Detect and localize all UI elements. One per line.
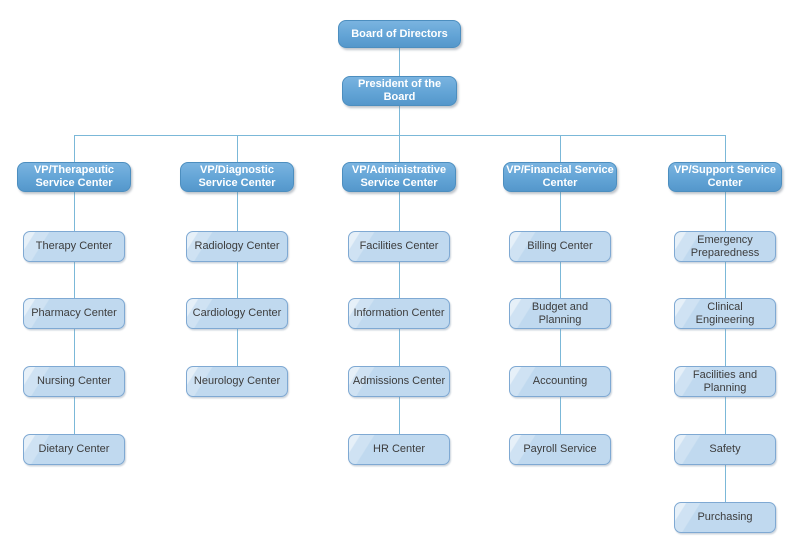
org-node-emergency-preparedness: Emergency Preparedness <box>674 231 776 262</box>
org-node-nursing-center: Nursing Center <box>23 366 125 397</box>
node-label: Billing Center <box>527 240 593 252</box>
node-label: Dietary Center <box>38 443 110 455</box>
org-node-billing-center: Billing Center <box>509 231 611 262</box>
org-node-admissions-center: Admissions Center <box>348 366 450 397</box>
node-label: Pharmacy Center <box>31 307 117 319</box>
node-label: Information Center <box>353 307 445 319</box>
connector-line <box>560 135 561 450</box>
org-node-facilities-and-planning: Facilities and Planning <box>674 366 776 397</box>
node-label: Accounting <box>532 375 588 387</box>
connector-line <box>399 106 400 135</box>
node-label: Clinical Engineering <box>695 300 755 326</box>
connector-line <box>399 47 400 76</box>
connector-line <box>74 135 726 136</box>
org-node-vp-support: VP/Support Service Center <box>668 162 782 192</box>
org-node-president: President of the Board <box>342 76 457 106</box>
node-label: Cardiology Center <box>192 307 282 319</box>
node-label: Budget and Planning <box>531 300 589 326</box>
connector-line <box>74 135 75 450</box>
org-node-cardiology-center: Cardiology Center <box>186 298 288 329</box>
node-label: Board of Directors <box>351 27 448 40</box>
node-label: VP/Financial Service Center <box>506 164 614 189</box>
org-node-budget-and-planning: Budget and Planning <box>509 298 611 329</box>
node-label: VP/Administrative Service Center <box>351 164 447 189</box>
org-node-radiology-center: Radiology Center <box>186 231 288 262</box>
node-label: Purchasing <box>697 511 753 523</box>
org-node-vp-administrative: VP/Administrative Service Center <box>342 162 456 192</box>
node-label: VP/Diagnostic Service Center <box>198 164 276 189</box>
org-node-safety: Safety <box>674 434 776 465</box>
node-label: President of the Board <box>357 78 442 103</box>
node-label: Safety <box>709 443 741 455</box>
org-node-therapy-center: Therapy Center <box>23 231 125 262</box>
org-node-payroll-service: Payroll Service <box>509 434 611 465</box>
connector-line <box>399 135 400 450</box>
org-node-information-center: Information Center <box>348 298 450 329</box>
org-node-accounting: Accounting <box>509 366 611 397</box>
node-label: Payroll Service <box>523 443 597 455</box>
org-node-clinical-engineering: Clinical Engineering <box>674 298 776 329</box>
node-label: VP/Therapeutic Service Center <box>33 164 115 189</box>
node-label: Therapy Center <box>35 240 113 252</box>
node-label: VP/Support Service Center <box>673 164 777 189</box>
node-label: Neurology Center <box>193 375 281 387</box>
org-node-board-of-directors: Board of Directors <box>338 20 461 48</box>
org-node-neurology-center: Neurology Center <box>186 366 288 397</box>
org-node-vp-therapeutic: VP/Therapeutic Service Center <box>17 162 131 192</box>
node-label: Radiology Center <box>194 240 280 252</box>
node-label: Emergency Preparedness <box>690 233 760 259</box>
org-node-vp-financial: VP/Financial Service Center <box>503 162 617 192</box>
org-node-hr-center: HR Center <box>348 434 450 465</box>
node-label: Facilities Center <box>359 240 439 252</box>
org-node-facilities-center: Facilities Center <box>348 231 450 262</box>
org-node-purchasing: Purchasing <box>674 502 776 533</box>
node-label: Admissions Center <box>352 375 446 387</box>
org-node-vp-diagnostic: VP/Diagnostic Service Center <box>180 162 294 192</box>
org-node-dietary-center: Dietary Center <box>23 434 125 465</box>
node-label: Nursing Center <box>37 375 111 387</box>
node-label: Facilities and Planning <box>692 368 758 394</box>
org-node-pharmacy-center: Pharmacy Center <box>23 298 125 329</box>
node-label: HR Center <box>373 443 425 455</box>
